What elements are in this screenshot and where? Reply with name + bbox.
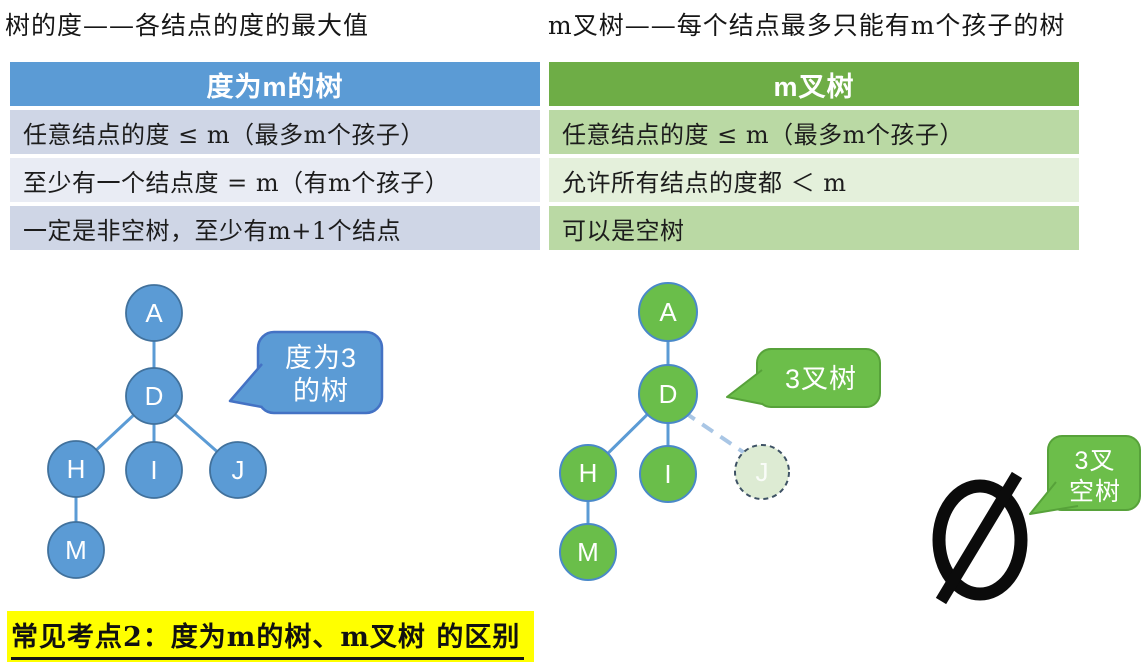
node-label: H <box>67 454 86 484</box>
table-cell: 任意结点的度 ≤ m（最多m个孩子） <box>549 110 1079 154</box>
definition-tree-degree: 树的度——各结点的度的最大值 <box>5 11 370 40</box>
green-callout-label: 3叉树 <box>785 364 857 394</box>
table-cell: 至少有一个结点度 = m（有m个孩子） <box>10 158 540 202</box>
node-H <box>559 444 617 502</box>
node-D <box>638 364 698 424</box>
node-label: A <box>145 298 163 328</box>
table-cell: 可以是空树 <box>549 206 1079 250</box>
blue-tree-edges <box>74 313 239 550</box>
blue-callout-line1: 度为3 <box>285 343 357 373</box>
green-callout-bubble: 3叉树 <box>726 348 881 408</box>
node-label: J <box>232 455 245 485</box>
green-tree-nodes <box>559 282 698 581</box>
exam-point-text: 常见考点2：度为m的树、m叉树 的区别 <box>11 615 525 660</box>
exam-point-highlight: 常见考点2：度为m的树、m叉树 的区别 <box>7 611 535 662</box>
blue-tree-nodes <box>47 284 267 579</box>
blue-callout-bubble: 度为3 的树 <box>228 330 384 415</box>
node-label: H <box>579 458 598 488</box>
ghost-node-label: J <box>756 457 769 487</box>
green-tree-node-labels: A D H I M J <box>577 297 768 567</box>
ghost-node-J <box>734 444 790 500</box>
node-I <box>125 441 183 499</box>
node-label: A <box>659 297 677 327</box>
node-label: M <box>65 535 87 565</box>
empty-set-icon <box>932 471 1028 605</box>
empty-callout-line2: 空树 <box>1069 478 1121 506</box>
node-label: D <box>145 381 164 411</box>
node-label: D <box>659 379 678 409</box>
node-label: I <box>150 455 157 485</box>
node-label: I <box>664 459 671 489</box>
node-M <box>47 521 105 579</box>
comparison-table: 度为m的树 m叉树 任意结点的度 ≤ m（最多m个孩子） 任意结点的度 ≤ m（… <box>10 62 1080 250</box>
node-label: M <box>577 537 599 567</box>
node-H <box>47 440 105 498</box>
empty-callout-bubble: 3叉 空树 <box>1029 435 1141 515</box>
node-M <box>559 523 617 581</box>
node-D <box>125 367 183 425</box>
table-cell: 一定是非空树，至少有m+1个结点 <box>10 206 540 250</box>
header-degree-m-tree: 度为m的树 <box>10 62 540 106</box>
empty-callout-line1: 3叉 <box>1075 447 1116 475</box>
definition-m-ary-tree: m叉树——每个结点最多只能有m个孩子的树 <box>548 11 1066 40</box>
blue-tree: A D H I J M 度为3 的树 <box>47 284 384 579</box>
green-tree-edges <box>586 312 670 552</box>
node-A <box>638 282 698 342</box>
table-cell: 允许所有结点的度都 ＜ m <box>549 158 1079 202</box>
dashed-edge-D-J <box>682 410 754 460</box>
table-cell: 任意结点的度 ≤ m（最多m个孩子） <box>10 110 540 154</box>
green-tree: A D H I M J 3叉树 <box>559 282 881 581</box>
empty-tree: 3叉 空树 <box>932 435 1141 605</box>
node-J <box>209 441 267 499</box>
node-A <box>125 284 183 342</box>
header-m-ary-tree: m叉树 <box>549 62 1079 106</box>
blue-tree-node-labels: A D H I J M <box>65 298 244 565</box>
blue-callout-line2: 的树 <box>293 376 349 406</box>
node-I <box>639 445 697 503</box>
